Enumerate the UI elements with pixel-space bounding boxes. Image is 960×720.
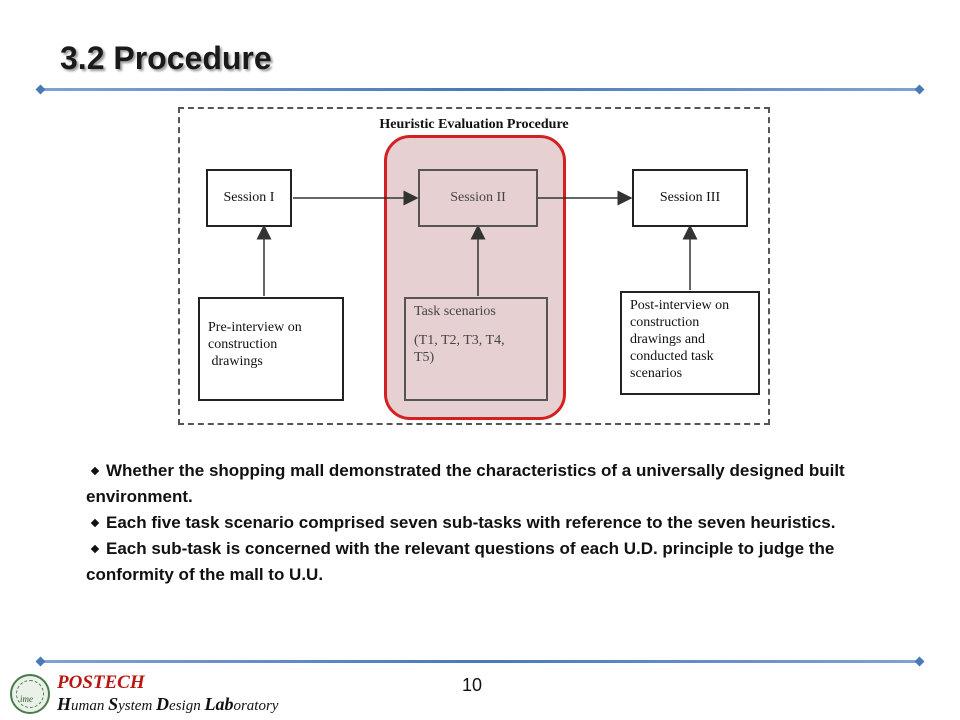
bullet-item: Each five task scenario comprised seven … [86, 510, 906, 536]
lab-word: ystem [118, 698, 157, 714]
bullet-list: Whether the shopping mall demonstrated t… [86, 458, 906, 588]
diamond-bullet-icon [90, 518, 100, 527]
title-divider [40, 88, 920, 91]
session-1-label: Session I [223, 190, 275, 205]
diagram-arrows [256, 190, 698, 296]
lab-initial: D [156, 694, 170, 714]
bullet-text: Each sub-task is concerned with the rele… [86, 539, 835, 584]
procedure-diagram: Heuristic Evaluation Procedure Session I… [178, 107, 770, 425]
session-ii-highlight [384, 135, 566, 420]
lab-word: oratory [233, 698, 279, 714]
diamond-bullet-icon [90, 466, 100, 475]
post-interview-line: conducted task [630, 349, 714, 364]
post-interview-box: Post-interview on construction drawings … [620, 291, 760, 395]
session-3-label: Session III [659, 190, 721, 205]
post-interview-line: Post-interview on [630, 298, 730, 313]
diamond-bullet-icon [90, 544, 100, 553]
lab-name: Human System Design Laboratory [57, 694, 278, 715]
lab-initial: H [57, 694, 72, 714]
seal-text: ime [20, 694, 33, 704]
post-interview-line: scenarios [630, 366, 683, 381]
task-scenarios-box: Task scenarios (T1, T2, T3, T4, T5) [404, 297, 548, 401]
page-number: 10 [462, 675, 483, 695]
lab-initial: S [108, 694, 119, 714]
pre-interview-box: Pre-interview on construction drawings [198, 297, 344, 401]
bullet-text: Whether the shopping mall demonstrated t… [86, 461, 845, 506]
lab-initial: Lab [204, 694, 234, 714]
session-1-box: Session I [206, 169, 292, 227]
task-scenarios-line: T5) [414, 350, 435, 365]
pre-interview-line: construction [208, 337, 278, 352]
bullet-item: Whether the shopping mall demonstrated t… [86, 458, 906, 510]
pre-interview-line: Pre-interview on [208, 320, 302, 335]
session-3-box: Session III [632, 169, 748, 227]
footer-divider [40, 660, 920, 663]
postech-brand: POSTECH [57, 672, 145, 693]
bullet-text: Each five task scenario comprised seven … [106, 513, 836, 532]
post-interview-line: construction [630, 315, 700, 330]
session-2-label: Session II [450, 190, 506, 205]
task-scenarios-line: Task scenarios [414, 304, 496, 319]
lab-word: uman [71, 698, 109, 714]
session-2-box: Session II [418, 169, 538, 227]
bullet-item: Each sub-task is concerned with the rele… [86, 536, 906, 588]
seal-ring [16, 680, 44, 708]
post-interview-line: drawings and [630, 332, 706, 347]
lab-word: esign [169, 698, 205, 714]
slide-title: 3.2 Procedure [60, 40, 272, 76]
task-scenarios-line: (T1, T2, T3, T4, [414, 333, 505, 348]
diagram-title: Heuristic Evaluation Procedure [379, 117, 569, 132]
university-seal-logo: ime [10, 674, 50, 714]
pre-interview-line: drawings [208, 354, 263, 369]
